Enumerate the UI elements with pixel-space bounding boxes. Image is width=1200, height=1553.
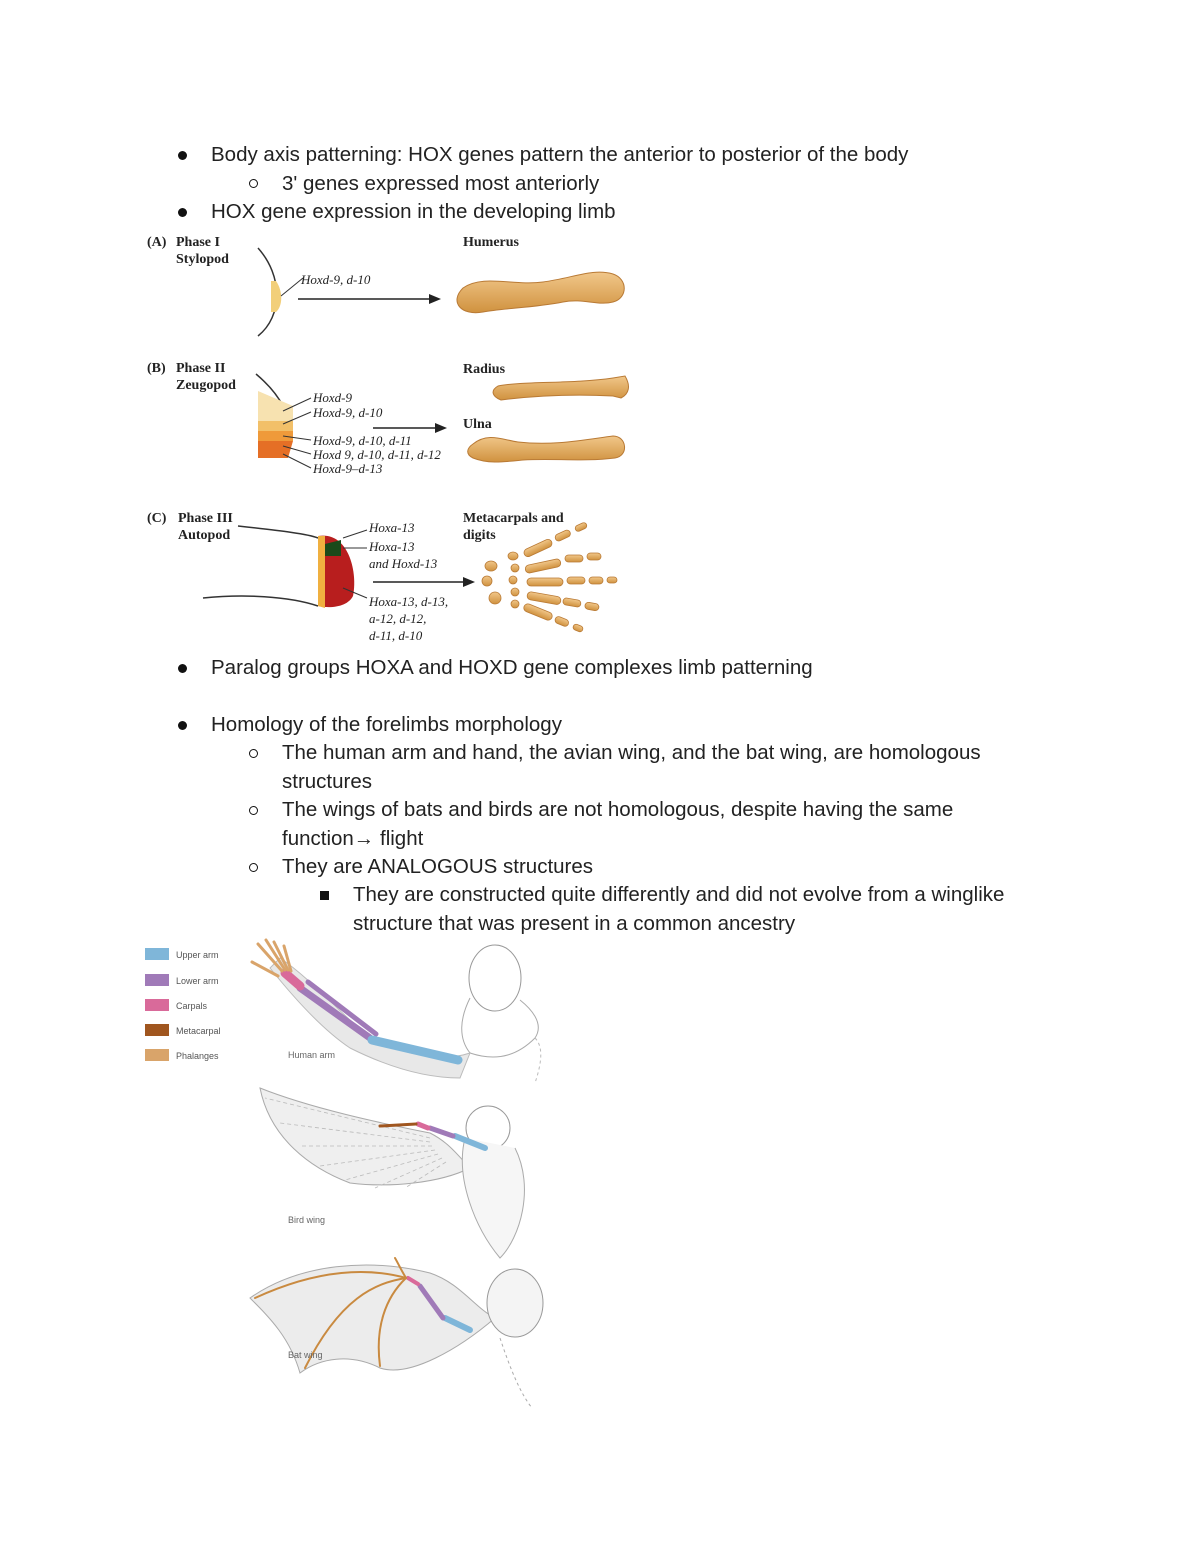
note-3prime-genes: 3' genes expressed most anteriorly [282,172,600,195]
phase-b-gene-2: Hoxd-9, d-10 [312,405,383,420]
note-body-axis: Body axis patterning: HOX genes pattern … [211,143,909,166]
human-drawing: Human arm [250,938,542,1084]
legend-swatch-phalanges [145,1049,169,1061]
phase-b-label: (B) [147,361,166,376]
humerus-label: Humerus [463,235,520,250]
note-hox-limb: HOX gene expression in the developing li… [211,200,616,223]
phase-b-gene-1: Hoxd-9 [312,390,352,405]
note-homologous-2: structures [282,770,372,793]
sub-bullet [249,863,258,872]
phase-a-sub: Stylopod [176,252,229,267]
hox-limb-figure: (A) Phase I Stylopod Hoxd-9, d-10 Humeru… [143,226,643,646]
metacarpals-label-2: digits [463,528,496,543]
legend-lower-arm: Lower arm [176,976,219,986]
phase-a-gene: Hoxd-9, d-10 [300,272,371,287]
legend-phalanges: Phalanges [176,1051,219,1061]
note-homologous-1: The human arm and hand, the avian wing, … [282,741,981,764]
sub-bullet [249,806,258,815]
bat-drawing: Bat wing [249,1257,544,1409]
phase-c-gene-1: Hoxa-13 [368,520,415,535]
phase-c-gene-2: Hoxa-13 [368,539,415,554]
sub-bullet [249,179,258,188]
legend: Upper arm Lower arm Carpals Metacarpal P… [145,948,221,1061]
radius-label: Radius [463,362,506,377]
phase-c-title: Phase III [178,511,233,526]
bullet [178,664,187,673]
bullet [178,151,187,160]
bird-drawing: Bird wing [259,1087,525,1259]
legend-swatch-lower-arm [145,974,169,986]
note-homology: Homology of the forelimbs morphology [211,713,562,736]
metacarpals-label-1: Metacarpals and [463,511,564,526]
note-constructed-2: structure that was present in a common a… [353,912,796,935]
square-bullet [320,891,329,900]
legend-swatch-upper-arm [145,948,169,960]
phase-c-sub: Autopod [178,528,230,543]
legend-swatch-carpals [145,999,169,1011]
note-not-homologous-2: function→ flight [282,827,424,850]
legend-carpals: Carpals [176,1001,208,1011]
phase-a-label: (A) [147,235,167,250]
bullet [178,208,187,217]
phase-c-gene-5: a-12, d-12, [369,611,426,626]
phase-b-gene-4: Hoxd 9, d-10, d-11, d-12 [312,447,441,462]
note-not-homologous-1: The wings of bats and birds are not homo… [282,798,954,821]
bird-wing-label: Bird wing [288,1215,325,1225]
bullet [178,721,187,730]
forelimb-figure: Upper arm Lower arm Carpals Metacarpal P… [140,938,600,1413]
phase-c-gene-6: d-11, d-10 [369,628,423,643]
phase-a-title: Phase I [176,235,220,250]
legend-upper-arm: Upper arm [176,950,219,960]
note-paralog-groups: Paralog groups HOXA and HOXD gene comple… [211,656,813,679]
human-arm-label: Human arm [288,1050,335,1060]
note-constructed-1: They are constructed quite differently a… [353,883,1005,906]
bat-wing-label: Bat wing [288,1350,323,1360]
note-analogous: They are ANALOGOUS structures [282,855,594,878]
legend-metacarpal: Metacarpal [176,1026,221,1036]
legend-swatch-metacarpal [145,1024,169,1036]
phase-b-gene-5: Hoxd-9–d-13 [312,461,383,476]
ulna-label: Ulna [463,417,492,432]
phase-b-sub: Zeugopod [176,378,236,393]
sub-bullet [249,749,258,758]
phase-c-gene-3: and Hoxd-13 [369,556,438,571]
phase-c-label: (C) [147,511,167,526]
phase-b-gene-3: Hoxd-9, d-10, d-11 [312,433,412,448]
phase-b-title: Phase II [176,361,225,376]
phase-c-gene-4: Hoxa-13, d-13, [368,594,448,609]
